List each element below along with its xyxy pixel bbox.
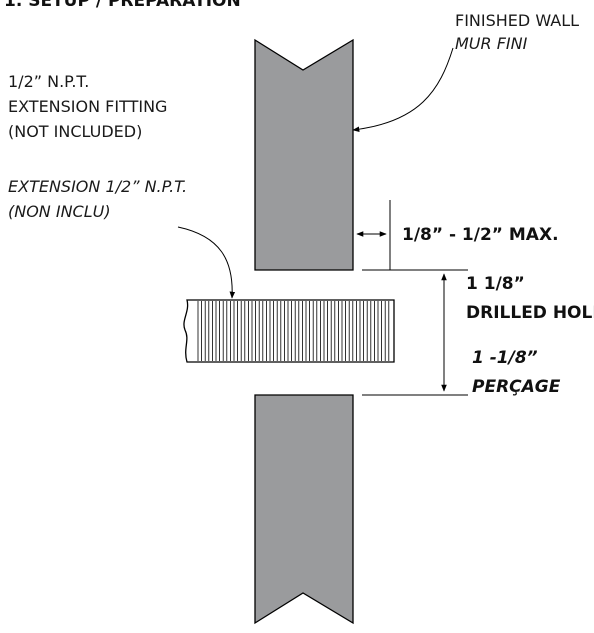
hole-label-fr-line2: PERÇAGE: [472, 377, 561, 397]
lower-wall: [254, 394, 354, 625]
hole-dimension: [362, 269, 468, 396]
fitting-label-line1: 1/2” N.P.T.: [8, 72, 89, 91]
gap-dimension: [356, 200, 391, 270]
fitting-label-line2: EXTENSION FITTING: [8, 97, 167, 116]
hole-label-fr-line1: 1 -1/8”: [472, 348, 538, 368]
hole-label-line1: 1 1/8”: [466, 274, 525, 294]
gap-label: 1/8” - 1/2” MAX.: [402, 225, 559, 245]
page-title: 1. SETUP / PREPARATION: [4, 0, 241, 11]
fitting-label-line3: (NOT INCLUDED): [8, 122, 142, 141]
fitting-threads: [197, 301, 390, 361]
extension-fitting: [183, 299, 395, 363]
wall-leader-arrow: [352, 47, 454, 133]
finished-wall-label-fr: MUR FINI: [455, 34, 528, 53]
fitting-label-fr-line1: EXTENSION 1/2” N.P.T.: [8, 177, 187, 196]
finished-wall-label: FINISHED WALL: [455, 11, 579, 30]
fitting-label-fr-line2: (NON INCLU): [8, 202, 111, 221]
upper-wall: [254, 38, 354, 271]
fitting-leader-arrow: [177, 226, 236, 299]
hole-label-line2: DRILLED HOLE: [466, 303, 594, 323]
